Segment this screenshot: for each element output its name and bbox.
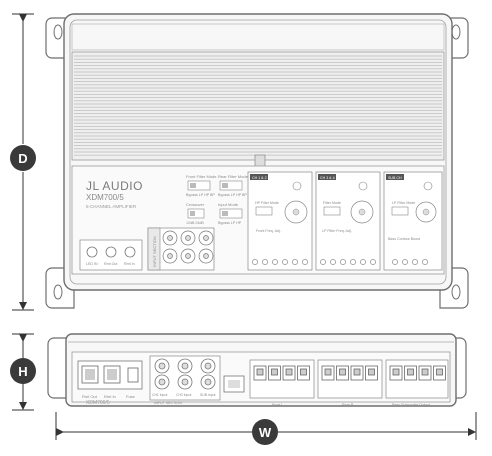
rca-pin [158, 378, 166, 386]
terminal-screw [353, 368, 361, 376]
port-label: Fuse [126, 394, 136, 399]
front-model-label: XDM700/5 [86, 400, 110, 406]
terminal-screw [339, 368, 346, 376]
rca-pin [158, 362, 166, 370]
channel-label: LP Filter Freq. Adj. [322, 229, 352, 233]
channel-label: Front Freq. Adj. [256, 229, 281, 233]
speaker-terminal [292, 259, 298, 265]
depth-badge: D [10, 145, 36, 171]
switch-title: Input Mode [218, 202, 239, 207]
port-label: Rmt Out [82, 394, 98, 399]
channel-mode: LP Filter Mode [392, 201, 415, 205]
switch-title: Rear Filter Mode [218, 174, 249, 179]
speaker-terminal [330, 259, 336, 265]
speaker-terminal [370, 259, 376, 265]
speaker-terminal [272, 259, 278, 265]
rca-panel: INPUT SECTION CH1 Input CH3 Input SUB In… [149, 355, 221, 405]
output-group-label: Rear R [342, 403, 354, 407]
model-label: XDM700/5 [86, 193, 124, 202]
channel-tag: CH 3 & 4 [320, 176, 335, 180]
rca-pin [204, 362, 212, 370]
center-switches: Front Filter Mode Bypass LP HP BP Rear F… [186, 174, 249, 225]
speaker-terminal [320, 259, 326, 265]
input-section: INPUT SECTION [147, 227, 215, 271]
terminal-screw [271, 368, 278, 376]
depth-label: D [18, 150, 28, 166]
rca-pin [203, 235, 209, 241]
switch-title: Crossover [186, 202, 205, 207]
rca-pin [167, 253, 173, 259]
channel-tag: SUB CH [388, 176, 402, 180]
terminal-screw [407, 368, 414, 376]
brand-label: JL AUDIO [86, 179, 143, 193]
terminal-screw [368, 368, 375, 376]
height-label: H [18, 363, 28, 379]
input-section-label: INPUT SECTION [154, 401, 182, 405]
rca-pin [185, 253, 191, 259]
speaker-terminal [422, 259, 428, 265]
terminal-screw [436, 368, 443, 376]
subtitle-label: 5-CHANNEL AMPLIFIER [86, 204, 137, 209]
speaker-terminal [350, 259, 356, 265]
speaker-terminal [302, 259, 308, 265]
channel-section: CH 3 & 4 Filter Mode LP Filter Freq. Adj… [315, 171, 381, 271]
speaker-terminal [282, 259, 288, 265]
switch-options: Bypass LP HP BP [218, 193, 247, 197]
width-dimension [55, 412, 477, 440]
input-section-label: INPUT SECTION [152, 236, 157, 267]
switch-options: Bypass LP HP BP [186, 193, 215, 197]
channel-tag: CH 1 & 2 [252, 176, 267, 180]
speaker-terminal [340, 259, 346, 265]
channel-section: SUB CH LP Filter Mode Bass Contour Boost [383, 171, 443, 271]
top-view: JL AUDIO XDM700/5 5-CHANNEL AMPLIFIER Fr… [45, 13, 469, 309]
connector-label: Rmt In [124, 262, 135, 266]
rca-pin [185, 235, 191, 241]
switch-options: 12dB 24dB [186, 221, 204, 225]
channel-mode: Filter Mode [323, 201, 341, 205]
rca-label: CH3 Input [176, 393, 191, 397]
output-group-label: Bass Subwoofer Output [392, 403, 430, 407]
terminal-screw [285, 368, 293, 376]
width-badge: W [252, 419, 278, 445]
rca-pin [181, 378, 189, 386]
height-dimension [12, 333, 34, 411]
rca-pin [181, 362, 189, 370]
terminal-screw [392, 368, 400, 376]
speaker-terminal [360, 259, 366, 265]
speaker-terminal [392, 259, 398, 265]
rca-label: SUB Input [200, 393, 216, 397]
terminal-screw [300, 368, 307, 376]
depth-dimension [12, 13, 34, 311]
rca-label: CH1 Input [152, 393, 167, 397]
connector-label: LED IN [86, 262, 98, 266]
rca-pin [167, 235, 173, 241]
connector-label: Rmt Out [104, 262, 117, 266]
switch-title: Front Filter Mode [186, 174, 217, 179]
height-badge: H [10, 358, 36, 384]
speaker-terminal [412, 259, 418, 265]
terminal-screw [421, 368, 429, 376]
connector-block: LED IN Rmt Out Rmt In [79, 239, 143, 271]
speaker-terminal [262, 259, 268, 265]
terminal-screw [324, 368, 332, 376]
output-group-label: Front L [272, 403, 283, 407]
channel-section: CH 1 & 2 HP Filter Mode Front Freq. Adj. [247, 171, 313, 271]
switch-options: Bypass LP HP [218, 221, 242, 225]
front-view: Rmt Out Rmt In Fuse XDM700/5 INPUT SECTI… [47, 333, 467, 407]
channel-mode: HP Filter Mode [255, 201, 279, 205]
port-label: Rmt In [104, 394, 116, 399]
rca-pin [204, 378, 212, 386]
channel-label: Bass Contour Boost [388, 237, 420, 241]
power-block: Rmt Out Rmt In Fuse XDM700/5 [77, 360, 143, 406]
speaker-terminal [252, 259, 258, 265]
width-label: W [258, 424, 272, 440]
terminal-screw [256, 368, 264, 376]
rca-pin [203, 253, 209, 259]
speaker-terminal [402, 259, 408, 265]
